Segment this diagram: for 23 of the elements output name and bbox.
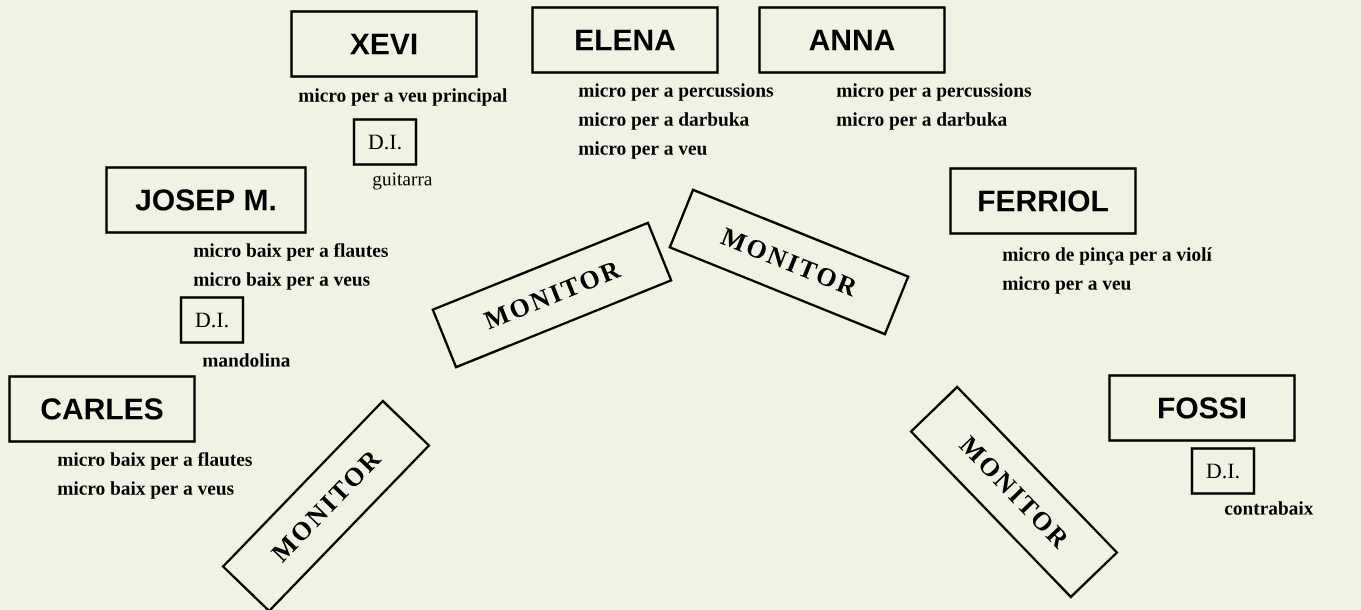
di-box: D.I. [352, 118, 418, 166]
person-box: ANNA [758, 6, 946, 74]
person-box: JOSEP M. [105, 166, 307, 234]
person-box: XEVI [290, 10, 478, 78]
equipment-label: micro de pinça per a violí [1002, 247, 1213, 265]
equipment-label: micro per a percussions [578, 83, 774, 101]
person-box: FOSSI [1108, 374, 1296, 442]
person-box: ELENA [531, 6, 719, 74]
di-box: D.I. [1190, 447, 1256, 495]
equipment-label: guitarra [373, 172, 433, 190]
person-box: CARLES [8, 375, 196, 443]
equipment-label: micro per a darbuka [836, 112, 1007, 130]
equipment-label: micro per a percussions [836, 83, 1032, 101]
equipment-label: micro per a veu [1002, 276, 1131, 294]
equipment-label: micro per a darbuka [578, 112, 749, 130]
equipment-label: contrabaix [1224, 501, 1314, 515]
person-box: FERRIOL [949, 167, 1137, 235]
di-box: D.I. [179, 296, 245, 344]
equipment-label: micro per a veu [578, 141, 707, 159]
equipment-label: micro per a veu principal [298, 88, 507, 106]
equipment-label: mandolina [202, 353, 291, 367]
equipment-label: micro baix per a veus [193, 272, 370, 290]
equipment-label: micro baix per a flautes [193, 243, 388, 261]
